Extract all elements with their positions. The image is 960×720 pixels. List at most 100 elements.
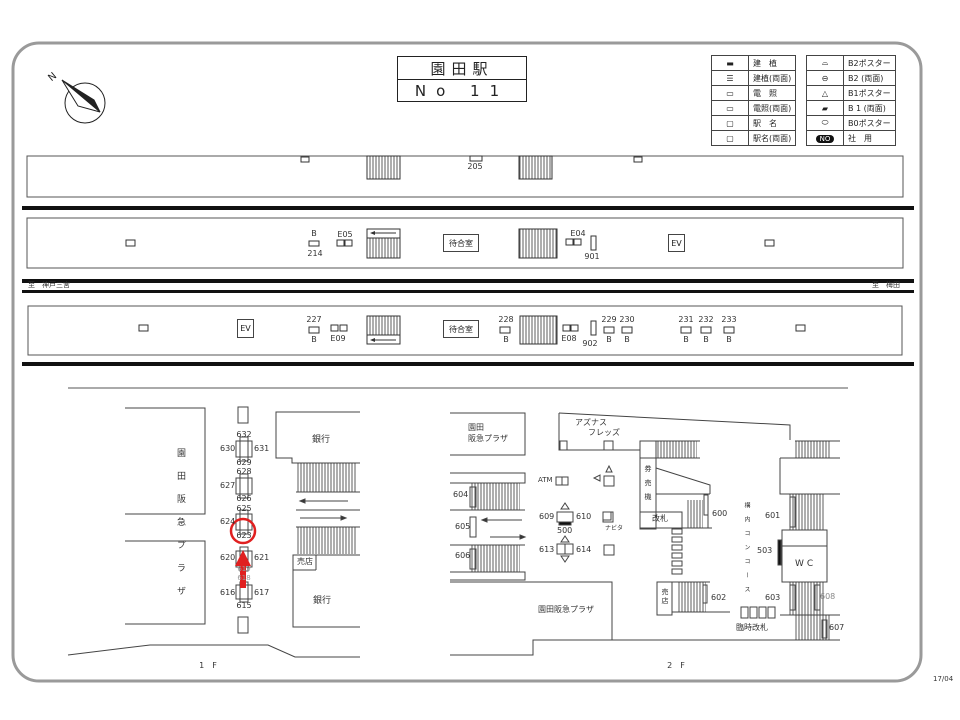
ad-label: 618: [237, 574, 251, 582]
ad-label: 232: [698, 315, 714, 324]
ad-label: 500: [557, 526, 573, 535]
gate-label: 改札: [652, 514, 668, 523]
concourse-label: 構内コンコース: [743, 502, 750, 600]
legend-item: B 1 (両面): [843, 100, 896, 116]
direction-kobe: 至 神戸三宮: [28, 281, 70, 289]
ad-label-highlighted: 623: [236, 531, 252, 540]
stairs: [366, 155, 401, 180]
ad-label: 627: [220, 481, 236, 490]
plaza-label: 園田阪急プラザ: [175, 448, 185, 609]
highlight-circle: [229, 517, 257, 545]
shop-label: フレッズ: [588, 428, 620, 437]
ad-label: B: [683, 335, 689, 344]
legend-item: 電 照: [747, 85, 797, 101]
ad-label: 621: [254, 553, 270, 562]
floor-label: 1 F: [199, 661, 217, 670]
station-title-box: 園田駅 No 11: [397, 56, 527, 102]
ad-label: 231: [678, 315, 694, 324]
ad-label: B: [311, 229, 317, 238]
shop-label: アズナス: [575, 418, 607, 427]
ad-label: 605: [455, 522, 471, 531]
kiosk-label: 売店: [661, 588, 669, 606]
ad-label: 604: [453, 490, 469, 499]
ad-label: 607: [829, 623, 845, 632]
ad-label: B: [703, 335, 709, 344]
ad-label: 228: [498, 315, 514, 324]
ad-label: E05: [337, 230, 353, 239]
floor2-drawing: [450, 412, 840, 656]
legend-item: 電照(両面): [747, 100, 797, 116]
track-line: [22, 206, 914, 210]
legend-item: 建植(両面): [747, 70, 797, 86]
b1-poster-icon: △: [806, 85, 844, 101]
ad-label: 613: [539, 545, 555, 554]
ad-label: 229: [601, 315, 617, 324]
bank-label: 銀行: [312, 596, 332, 606]
platform-bottom: [27, 305, 903, 356]
ad-label: 630: [220, 444, 236, 453]
floor-label: 2 F: [667, 661, 685, 670]
ad-label: 615: [236, 601, 252, 610]
lightbox-double-icon: ▭: [711, 100, 749, 116]
ad-label: 608: [820, 592, 836, 601]
ad-label: 609: [539, 512, 555, 521]
ad-label: B: [624, 335, 630, 344]
ad-label: E09: [330, 334, 346, 343]
ad-label: 617: [254, 588, 270, 597]
red-arrow-icon: [235, 550, 251, 588]
ad-label: 628: [236, 467, 252, 476]
platform-top: [26, 155, 904, 198]
b2-double-icon: ⊖: [806, 70, 844, 86]
station-name: 園田駅: [430, 59, 494, 78]
ad-label: 205: [467, 162, 483, 171]
ad-label: 625: [236, 504, 252, 513]
elevator: EV: [237, 319, 254, 338]
ad-label: B: [311, 335, 317, 344]
ad-label: 610: [576, 512, 592, 521]
ad-label: 616: [220, 588, 236, 597]
ticket-machine-label: 券売機: [644, 465, 652, 507]
temp-gate-label: 臨時改札: [736, 623, 768, 632]
legend-left: ▬建 植 ☰建植(両面) ▭電 照 ▭電照(両面) ▢駅 名 ▢駅名(両面): [711, 55, 797, 146]
board-icon: ▬: [711, 55, 749, 71]
ad-label: 603: [765, 593, 781, 602]
bank-label: 銀行: [311, 435, 331, 445]
svg-text:N: N: [46, 71, 59, 84]
waiting-room: 待合室: [443, 234, 479, 252]
ad-label: 901: [584, 252, 600, 261]
board-double-icon: ☰: [711, 70, 749, 86]
ad-label: E04: [570, 229, 586, 238]
kiosk-label: 売店: [297, 557, 313, 566]
ad-label: 619: [237, 565, 251, 573]
ad-label: 227: [306, 315, 322, 324]
legend-item: 社 用: [843, 130, 896, 146]
ad-label: 214: [307, 249, 323, 258]
ad-label: 620: [220, 553, 236, 562]
ad-label: 626: [236, 494, 252, 503]
plaza-label: 園田: [468, 423, 484, 432]
wc-label: WC: [795, 559, 817, 569]
atm-label: ATM: [538, 476, 553, 484]
floor1-drawing: [67, 406, 360, 658]
legend-right: ⌓B2ポスター ⊖B2 (両面) △B1ポスター ▰B 1 (両面) ⬭B0ポス…: [806, 55, 896, 146]
station-sign-double-icon: ▢: [711, 130, 749, 146]
ad-label: 902: [582, 339, 598, 348]
navita-label: ナビタ: [605, 525, 624, 532]
ad-label: 614: [576, 545, 592, 554]
legend-item: B2ポスター: [843, 55, 896, 71]
b0-poster-icon: ⬭: [806, 115, 844, 131]
ad-label: B: [503, 335, 509, 344]
ad-label: 230: [619, 315, 635, 324]
north-arrow-icon: N: [46, 71, 106, 124]
ad-label: 629: [236, 458, 252, 467]
legend-item: 駅 名: [747, 115, 797, 131]
plaza-label: 阪急プラザ: [468, 434, 508, 443]
ad-label: 600: [712, 509, 728, 518]
ad-label: 503: [757, 546, 773, 555]
page-code: 17/04: [933, 675, 954, 683]
stairs: [518, 155, 553, 180]
ad-label: 632: [236, 430, 252, 439]
legend-item: B0ポスター: [843, 115, 896, 131]
